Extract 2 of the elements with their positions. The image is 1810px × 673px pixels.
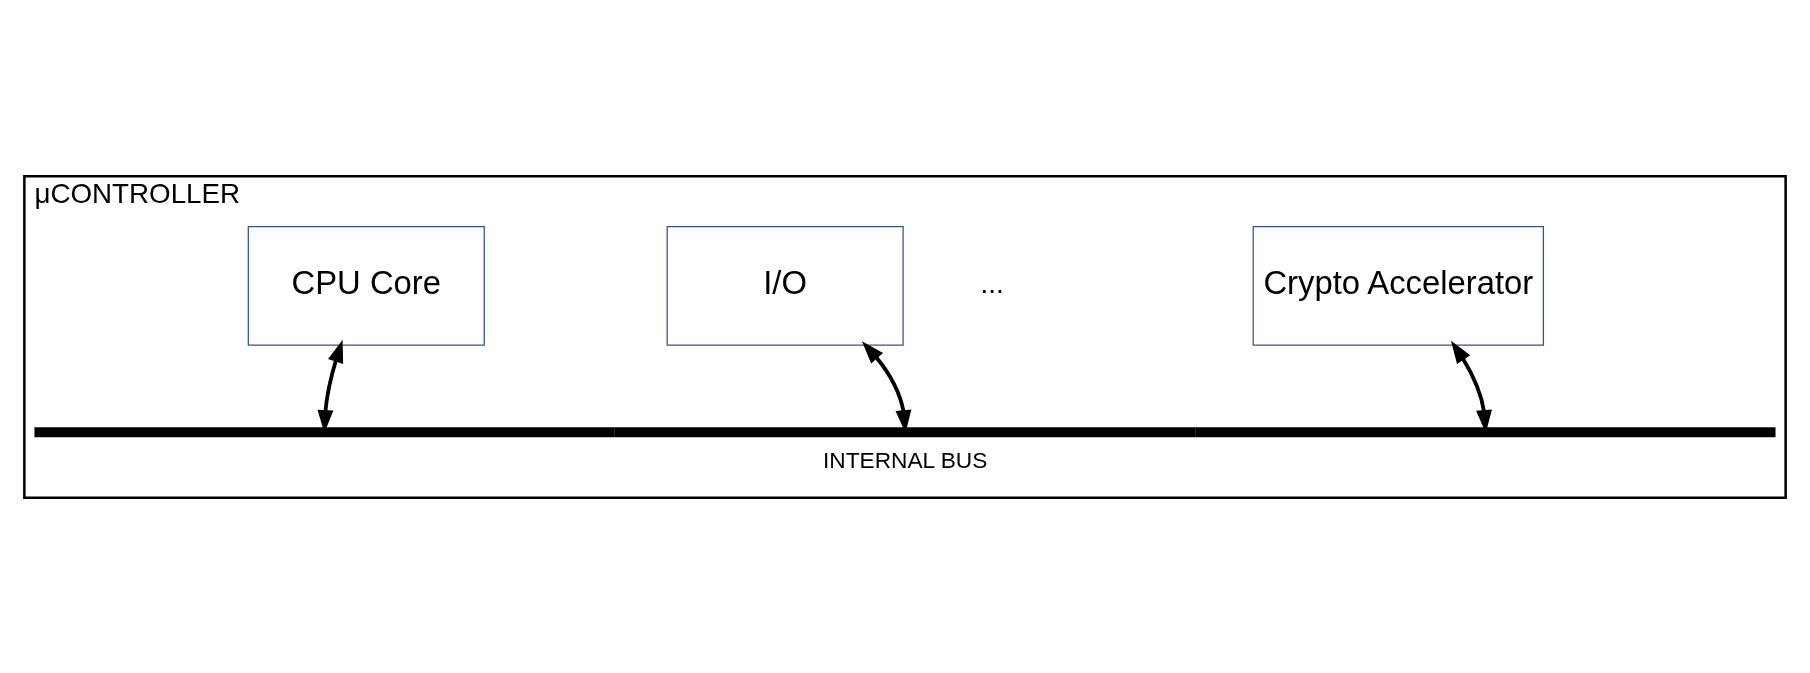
node-label: INTERNAL BUS — [822, 446, 988, 473]
label: ... — [980, 267, 1004, 299]
